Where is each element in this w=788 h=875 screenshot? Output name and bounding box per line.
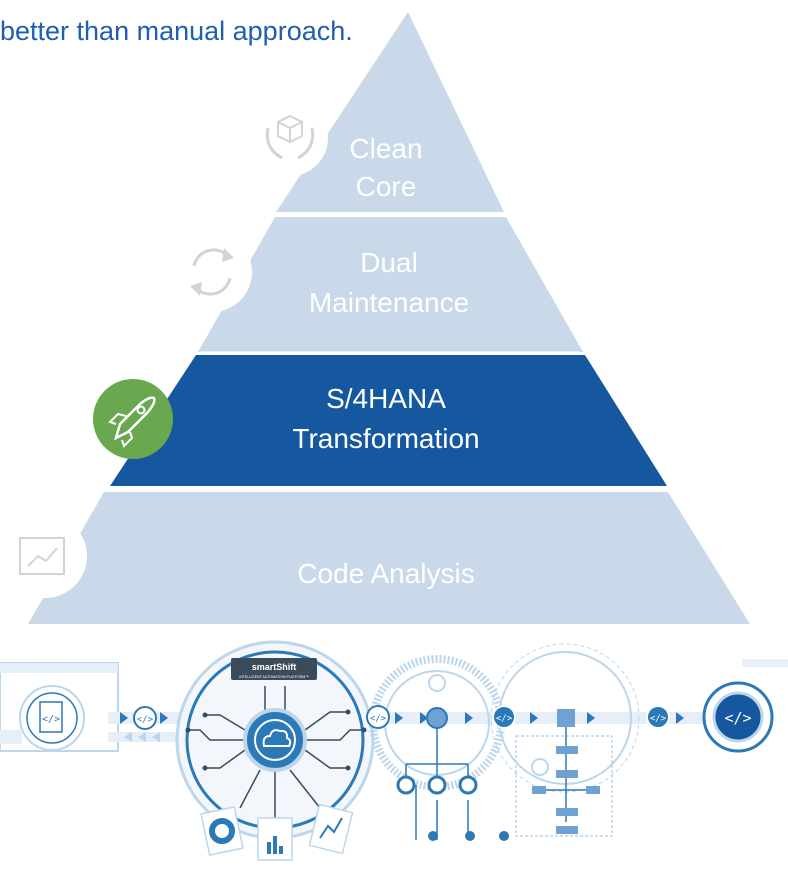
tier-label-line: Clean: [349, 133, 422, 164]
svg-text:</>: </>: [724, 709, 751, 727]
platform-subtitle: INTELLIGENT AUTOMATION PLATFORM™: [239, 675, 309, 679]
platform-title: smartShift: [252, 662, 297, 672]
tier-label-line: S/4HANA: [326, 383, 446, 414]
tier-code-analysis: [28, 492, 750, 624]
code-node-icon: [492, 705, 516, 729]
hands-cube-icon: [252, 100, 328, 176]
blueprint-chart-icon: [3, 514, 87, 598]
pyramid: Clean Core Dual Maintenance S/4HANA Tran…: [28, 12, 750, 624]
svg-text:</>: </>: [370, 714, 387, 724]
tier-label-line: Code Analysis: [297, 558, 474, 589]
tier-label-line: Transformation: [292, 423, 479, 454]
process-flowchart: [515, 735, 613, 837]
refresh-icon: [172, 232, 252, 312]
donut-report-icon: [200, 806, 244, 856]
tier-clean-core: [276, 12, 504, 212]
svg-text:</>: </>: [650, 714, 667, 724]
svg-text:</>: </>: [137, 715, 154, 725]
code-node-icon: [646, 705, 670, 729]
tier-label-line: Core: [356, 171, 417, 202]
platform-badge: [231, 658, 317, 680]
tier-label-line: Maintenance: [309, 287, 469, 318]
headline-text: better than manual approach.: [0, 16, 353, 46]
cloud-core-icon: [243, 708, 307, 772]
svg-text:</>: </>: [496, 714, 513, 724]
automation-platform-diagram: </> </>: [0, 640, 788, 861]
code-node-icon: [366, 705, 390, 729]
tier-dual-maintenance: [198, 217, 583, 352]
target-code-icon: [712, 691, 764, 743]
tier-s4hana-transformation: [110, 355, 667, 486]
tier-label-line: Dual: [360, 247, 418, 278]
svg-text:</>: </>: [42, 714, 60, 725]
document-code-icon: [39, 701, 63, 733]
rocket-icon: [93, 379, 173, 459]
code-node-icon: [133, 706, 157, 730]
